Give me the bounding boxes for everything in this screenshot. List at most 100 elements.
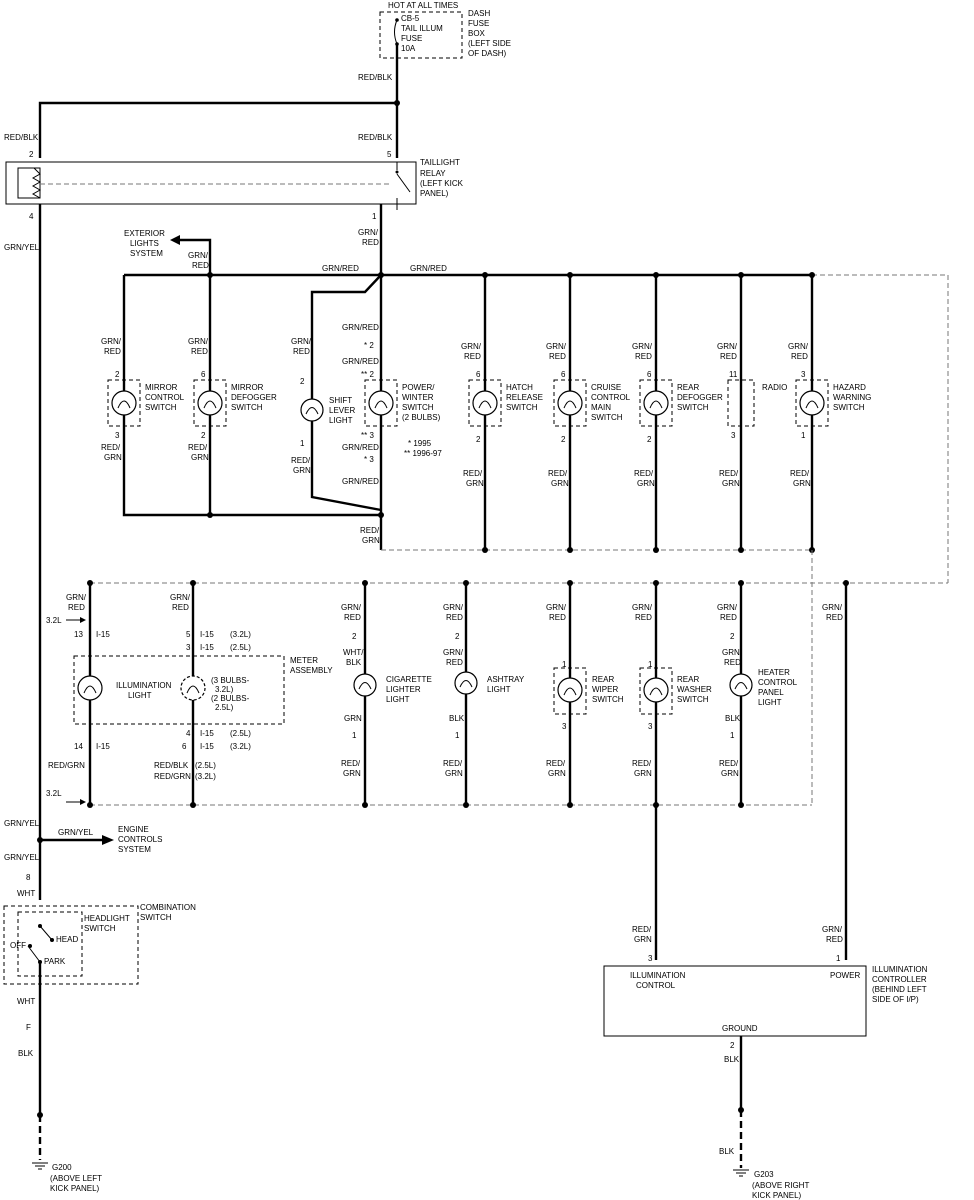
svg-text:SHIFT: SHIFT xyxy=(329,396,352,405)
svg-text:G203: G203 xyxy=(754,1170,774,1179)
cigarette-lighter-light: GRN/RED 2 WHT/BLK CIGARETTE LIGHTER LIGH… xyxy=(341,603,432,778)
svg-text:GRN/: GRN/ xyxy=(632,342,653,351)
svg-text:SWITCH: SWITCH xyxy=(84,924,116,933)
svg-text:RED/: RED/ xyxy=(463,469,483,478)
svg-text:HEADLIGHT: HEADLIGHT xyxy=(84,914,130,923)
svg-text:3.2L: 3.2L xyxy=(46,789,62,798)
svg-text:WHT: WHT xyxy=(17,889,35,898)
svg-text:3: 3 xyxy=(648,954,653,963)
svg-text:MAIN: MAIN xyxy=(591,403,611,412)
svg-text:RED/GRN: RED/GRN xyxy=(48,761,85,770)
svg-text:BOX: BOX xyxy=(468,29,486,38)
svg-text:RED/BLK: RED/BLK xyxy=(358,73,393,82)
svg-text:FUSE: FUSE xyxy=(468,19,489,28)
svg-text:5: 5 xyxy=(387,150,392,159)
svg-text:8: 8 xyxy=(26,873,31,882)
svg-text:1: 1 xyxy=(836,954,841,963)
svg-text:CONTROLS: CONTROLS xyxy=(118,835,162,844)
svg-text:MIRROR: MIRROR xyxy=(145,383,178,392)
svg-text:GROUND: GROUND xyxy=(722,1024,758,1033)
svg-text:RED/: RED/ xyxy=(548,469,568,478)
svg-text:(BEHIND LEFT: (BEHIND LEFT xyxy=(872,985,927,994)
svg-text:5: 5 xyxy=(186,630,191,639)
svg-text:3.2L): 3.2L) xyxy=(215,685,234,694)
svg-text:RED/BLK: RED/BLK xyxy=(358,133,393,142)
svg-text:2: 2 xyxy=(730,632,735,641)
svg-text:REAR: REAR xyxy=(677,383,699,392)
svg-text:RED: RED xyxy=(635,613,652,622)
svg-text:RED/: RED/ xyxy=(632,759,652,768)
svg-text:(2 BULBS): (2 BULBS) xyxy=(402,413,441,422)
svg-text:4: 4 xyxy=(29,212,34,221)
svg-text:RED/BLK: RED/BLK xyxy=(4,133,39,142)
svg-text:LIGHT: LIGHT xyxy=(758,698,782,707)
svg-text:3: 3 xyxy=(801,370,806,379)
svg-text:OF DASH): OF DASH) xyxy=(468,49,507,58)
svg-text:SWITCH: SWITCH xyxy=(833,403,865,412)
svg-text:CRUISE: CRUISE xyxy=(591,383,621,392)
svg-text:* 3: * 3 xyxy=(364,455,374,464)
svg-text:SWITCH: SWITCH xyxy=(677,695,709,704)
svg-text:RED: RED xyxy=(549,352,566,361)
svg-text:I-15: I-15 xyxy=(96,630,110,639)
svg-text:** 1996-97: ** 1996-97 xyxy=(404,449,442,458)
svg-text:11: 11 xyxy=(729,370,738,379)
svg-text:3: 3 xyxy=(115,431,120,440)
svg-text:RELEASE: RELEASE xyxy=(506,393,543,402)
svg-text:GRN/: GRN/ xyxy=(632,603,653,612)
svg-text:GRN: GRN xyxy=(793,479,811,488)
combination-switch: COMBINATION SWITCH HEADLIGHT SWITCH OFF … xyxy=(3,903,196,985)
svg-text:1: 1 xyxy=(801,431,806,440)
svg-text:BLK: BLK xyxy=(18,1049,34,1058)
svg-text:GRN: GRN xyxy=(722,479,740,488)
svg-text:F: F xyxy=(26,1023,31,1032)
svg-text:RED: RED xyxy=(724,658,741,667)
svg-text:GRN/RED: GRN/RED xyxy=(342,323,379,332)
svg-text:GRN/: GRN/ xyxy=(717,342,738,351)
svg-text:RED: RED xyxy=(549,613,566,622)
svg-text:ASSEMBLY: ASSEMBLY xyxy=(290,666,333,675)
svg-text:COMBINATION: COMBINATION xyxy=(140,903,196,912)
svg-text:2: 2 xyxy=(730,1041,735,1050)
svg-text:6: 6 xyxy=(476,370,481,379)
svg-text:ASHTRAY: ASHTRAY xyxy=(487,675,525,684)
svg-text:REAR: REAR xyxy=(677,675,699,684)
svg-text:CONTROL: CONTROL xyxy=(758,678,798,687)
svg-text:GRN/: GRN/ xyxy=(66,593,87,602)
svg-text:GRN/RED: GRN/RED xyxy=(322,264,359,273)
svg-text:1: 1 xyxy=(730,731,735,740)
svg-text:RED/: RED/ xyxy=(546,759,566,768)
svg-text:SWITCH: SWITCH xyxy=(677,403,709,412)
svg-text:RED: RED xyxy=(293,347,310,356)
ground-g203: G203 (ABOVE RIGHT KICK PANEL) xyxy=(733,1169,809,1200)
svg-text:RED: RED xyxy=(344,613,361,622)
rear-washer-switch: GRN/RED 13 REAR WASHER SWITCH RED/GRN xyxy=(632,603,712,778)
svg-text:RED: RED xyxy=(104,347,121,356)
svg-text:RADIO: RADIO xyxy=(762,383,787,392)
svg-text:RED/: RED/ xyxy=(719,759,739,768)
hatch-release-switch: GRN/RED 62 HATCH RELEASE SWITCH RED/GRN xyxy=(461,342,543,488)
svg-text:(ABOVE RIGHT: (ABOVE RIGHT xyxy=(752,1181,809,1190)
svg-text:GRN: GRN xyxy=(548,769,566,778)
svg-text:GRN: GRN xyxy=(634,935,652,944)
svg-text:PARK: PARK xyxy=(44,957,66,966)
svg-text:OFF: OFF xyxy=(10,941,26,950)
svg-text:(2.5L): (2.5L) xyxy=(230,643,251,652)
svg-text:6: 6 xyxy=(647,370,652,379)
svg-text:6: 6 xyxy=(182,742,187,751)
svg-text:2: 2 xyxy=(455,632,460,641)
svg-text:DEFOGGER: DEFOGGER xyxy=(677,393,723,402)
svg-text:(2.5L): (2.5L) xyxy=(195,761,216,770)
svg-text:GRN: GRN xyxy=(466,479,484,488)
svg-text:RED: RED xyxy=(172,603,189,612)
svg-text:GRN: GRN xyxy=(344,714,362,723)
svg-text:TAILLIGHT: TAILLIGHT xyxy=(420,158,460,167)
svg-text:3: 3 xyxy=(562,722,567,731)
svg-text:GRN: GRN xyxy=(634,769,652,778)
svg-text:POWER: POWER xyxy=(830,971,860,980)
svg-text:ENGINE: ENGINE xyxy=(118,825,149,834)
svg-text:GRN/: GRN/ xyxy=(291,337,312,346)
svg-text:LIGHTER: LIGHTER xyxy=(386,685,421,694)
svg-text:2: 2 xyxy=(29,150,34,159)
